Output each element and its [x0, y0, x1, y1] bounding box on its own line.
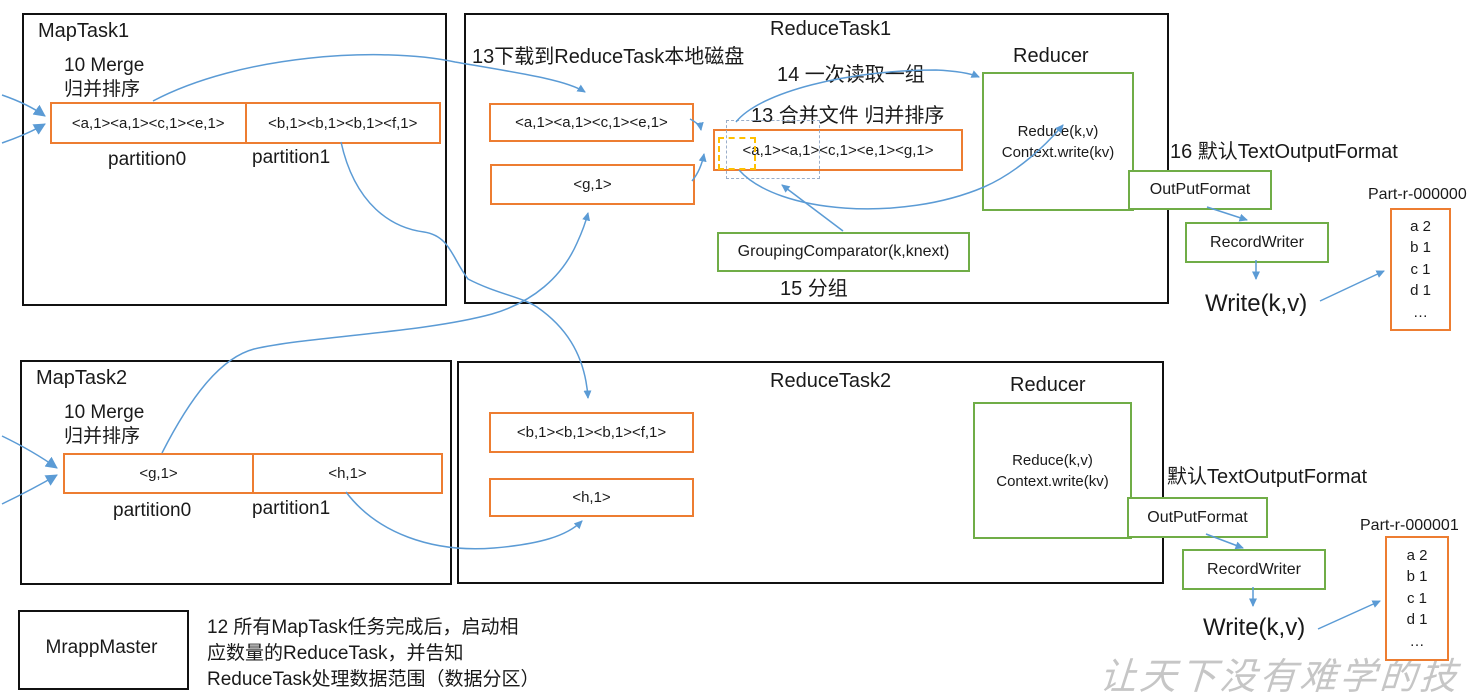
part-file2-box: a 2 b 1 c 1 d 1 …: [1385, 536, 1449, 661]
part-line: c 1: [1410, 260, 1431, 278]
grouping-comparator-box: GroupingComparator(k,knext): [717, 232, 970, 272]
mrappmaster-box: [18, 610, 189, 690]
rt2-spill-box1: <b,1><b,1><b,1><f,1>: [489, 412, 694, 453]
maptask2-partition1-label: partition1: [252, 498, 331, 519]
maptask2-partition-row: <g,1> <h,1>: [63, 453, 443, 494]
recordwriter2-box: RecordWriter: [1182, 549, 1326, 590]
appmaster-note-line3: ReduceTask处理数据范围（数据分区）: [207, 669, 540, 690]
reducer2-title: Reducer: [1010, 374, 1086, 396]
appmaster-note-line1: 12 所有MapTask任务完成后，启动相: [207, 617, 519, 638]
appmaster-note-line2: 应数量的ReduceTask，并告知: [207, 643, 464, 664]
arrow-write1-to-part1: [1319, 270, 1385, 302]
reducer1-title: Reducer: [1013, 45, 1089, 67]
textoutputformat-note-2: 默认TextOutputFormat: [1167, 466, 1368, 488]
maptask2-merge-note: 10 Merge 归并排序: [64, 401, 144, 449]
reducer1-box: Reduce(k,v) Context.write(kv): [982, 72, 1134, 211]
merge-note-line2: 归并排序: [64, 426, 141, 447]
part-line: a 2: [1410, 217, 1431, 235]
part-line: b 1: [1410, 239, 1431, 257]
maptask1-partition1-label: partition1: [252, 147, 331, 168]
read-group-note: 14 一次读取一组: [777, 64, 925, 86]
key-dashed-outline: [718, 137, 756, 170]
maptask1-partition-row: <a,1><a,1><c,1><e,1> <b,1><b,1><b,1><f,1…: [50, 102, 441, 144]
rt1-spill-box2: <g,1>: [490, 164, 695, 205]
rt1-spill-box1: <a,1><a,1><c,1><e,1>: [489, 103, 694, 142]
maptask2-title: MapTask2: [36, 367, 128, 389]
merge-note-line2: 归并排序: [64, 79, 141, 100]
rt2-spill-box2: <h,1>: [489, 478, 694, 517]
reducer2-box: Reduce(k,v) Context.write(kv): [973, 402, 1132, 539]
part-file2-label: Part-r-000001: [1360, 517, 1459, 534]
part-line: b 1: [1406, 568, 1428, 586]
context-write-label: Context.write(kv): [1001, 143, 1115, 161]
download-note: 13下载到ReduceTask本地磁盘: [472, 46, 745, 68]
maptask1-title: MapTask1: [38, 20, 130, 42]
context-write-label: Context.write(kv): [996, 472, 1109, 490]
part-line: d 1: [1406, 611, 1428, 629]
outputformat1-box: OutPutFormat: [1128, 170, 1272, 210]
mrappmaster-label: MrappMaster: [45, 637, 158, 658]
part-line: d 1: [1410, 282, 1431, 300]
maptask1-partition1-data: <b,1><b,1><b,1><f,1>: [244, 104, 440, 142]
part-line: c 1: [1406, 589, 1427, 607]
write-kv-label-1: Write(k,v): [1205, 290, 1308, 317]
maptask1-partition0-label: partition0: [108, 149, 187, 170]
part-line: a 2: [1406, 546, 1428, 564]
textoutputformat-note-1: 16 默认TextOutputFormat: [1170, 141, 1398, 163]
maptask2-partition1-data: <h,1>: [252, 455, 441, 492]
reducetask2-box: [457, 361, 1164, 584]
write-kv-label-2: Write(k,v): [1203, 614, 1306, 641]
recordwriter1-box: RecordWriter: [1185, 222, 1329, 263]
part-line: …: [1413, 303, 1428, 321]
arrow-write2-to-part2: [1317, 600, 1381, 630]
merge-note-line1: 10 Merge: [64, 55, 145, 76]
maptask2-partition0-data: <g,1>: [139, 465, 178, 482]
part-file1-label: Part-r-000000: [1368, 186, 1467, 203]
merge-note-line1: 10 Merge: [64, 402, 145, 423]
outputformat2-box: OutPutFormat: [1127, 497, 1268, 538]
maptask1-merge-note: 10 Merge 归并排序: [64, 54, 144, 102]
reducetask1-title: ReduceTask1: [770, 18, 892, 40]
group-note: 15 分组: [780, 278, 848, 300]
reducetask2-title: ReduceTask2: [770, 370, 892, 392]
maptask2-partition0-label: partition0: [113, 500, 192, 521]
appmaster-note: 12 所有MapTask任务完成后，启动相 应数量的ReduceTask，并告知…: [207, 615, 540, 693]
part-file1-box: a 2 b 1 c 1 d 1 …: [1390, 208, 1451, 331]
reduce-fn-label: Reduce(k,v): [1012, 451, 1093, 469]
reduce-fn-label: Reduce(k,v): [1017, 122, 1099, 140]
part-line: …: [1409, 632, 1425, 650]
maptask1-partition0-data: <a,1><a,1><c,1><e,1>: [71, 114, 225, 132]
